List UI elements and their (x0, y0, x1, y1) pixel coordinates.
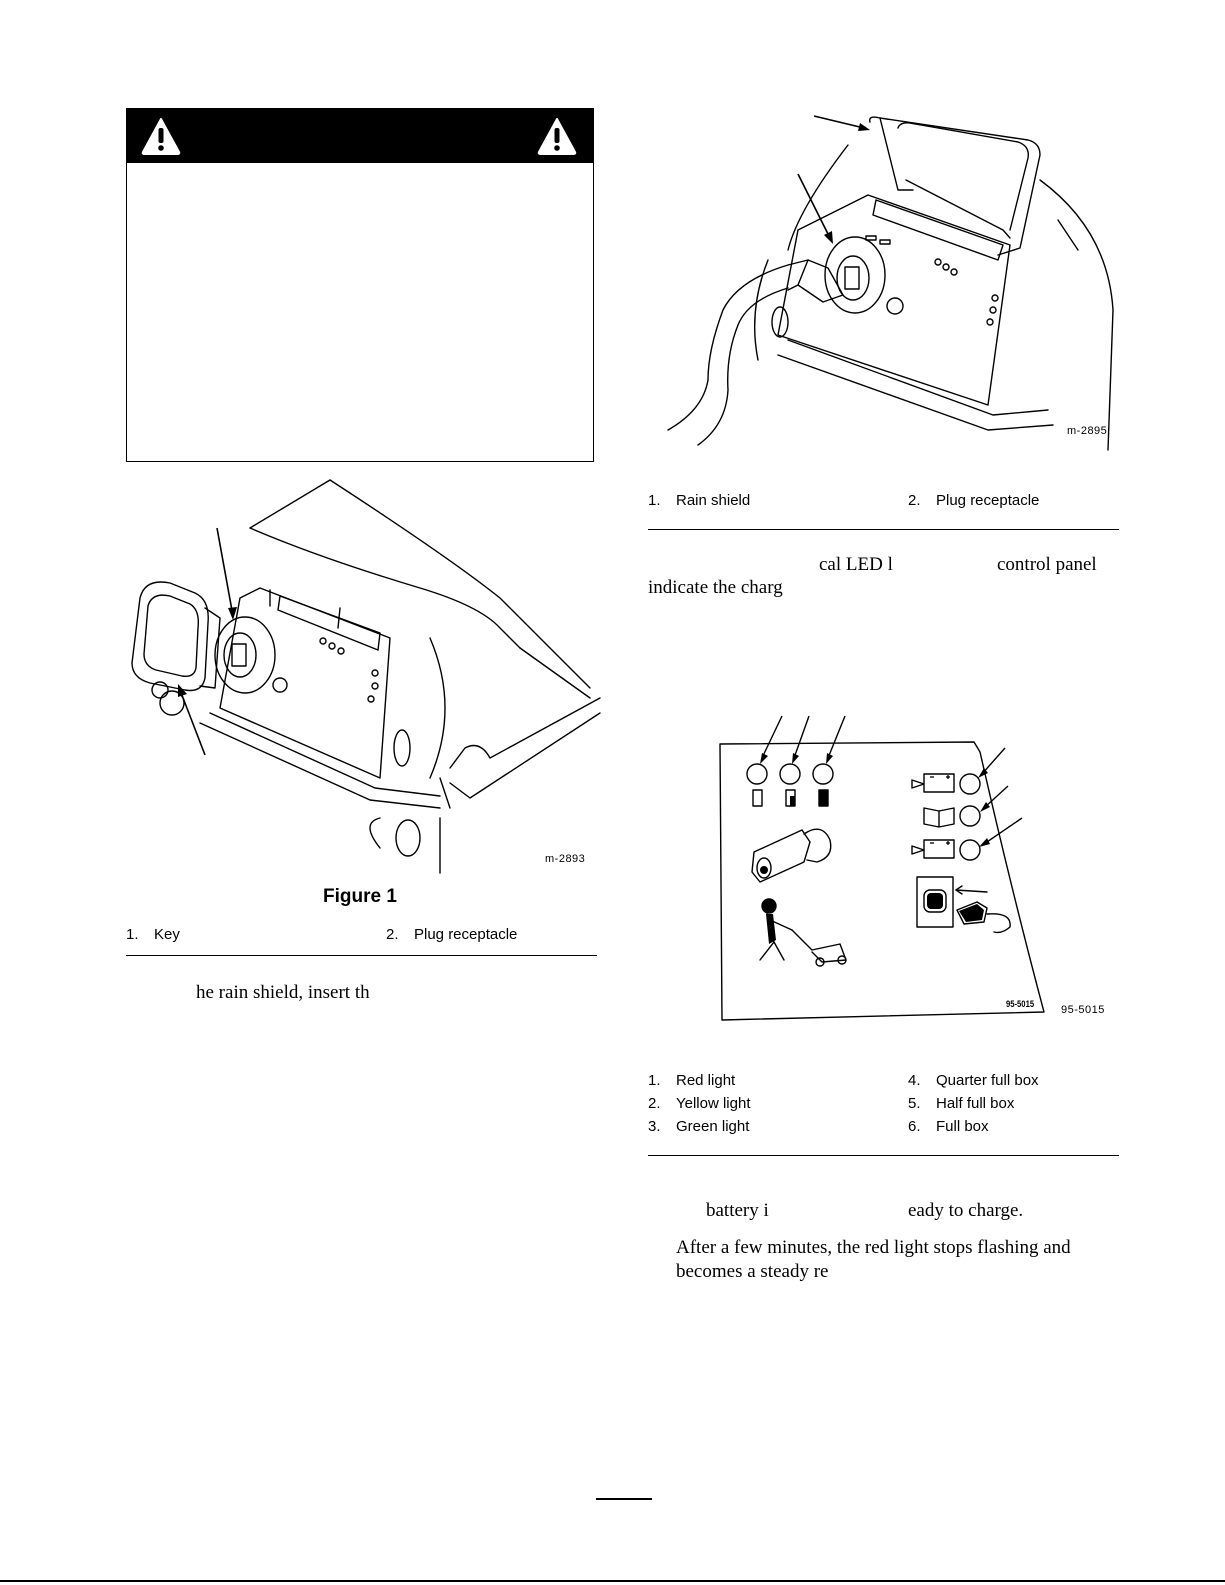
figure2-image-id: m-2895 (1067, 425, 1108, 437)
figure1-rule (126, 955, 597, 956)
step2-line1: After a few minutes, the red light stops… (676, 1237, 1071, 1258)
right-body-line2: indicate the charg (648, 577, 783, 598)
page-number-rule (596, 1498, 652, 1500)
warning-triangle-icon (141, 118, 181, 155)
figure1-label: Figure 1 (323, 886, 397, 907)
figure3-decal-illustration (719, 715, 1045, 1021)
figure3-rule (648, 1155, 1119, 1156)
figure2-rule (648, 529, 1119, 530)
figure2-illustration (667, 115, 1114, 451)
warning-triangle-icon (537, 118, 577, 155)
step2-line2: becomes a steady re (676, 1261, 829, 1282)
figure1-image-id: m-2893 (545, 853, 586, 865)
right-body-line1a: cal LED l (819, 554, 893, 575)
figure3-decal-id: 95-5015 (1006, 999, 1035, 1009)
step1-fragment-b: eady to charge. (908, 1200, 1024, 1221)
figure3-image-id: 95-5015 (1061, 1004, 1105, 1016)
figure1-illustration (131, 479, 601, 874)
warning-box (126, 108, 594, 462)
right-body-line1b: control panel (997, 554, 1097, 575)
left-body-fragment: he rain shield, insert th (196, 982, 370, 1003)
footer-rule (0, 1580, 1225, 1582)
warning-header (127, 109, 593, 163)
step1-fragment-a: battery i (706, 1200, 769, 1221)
